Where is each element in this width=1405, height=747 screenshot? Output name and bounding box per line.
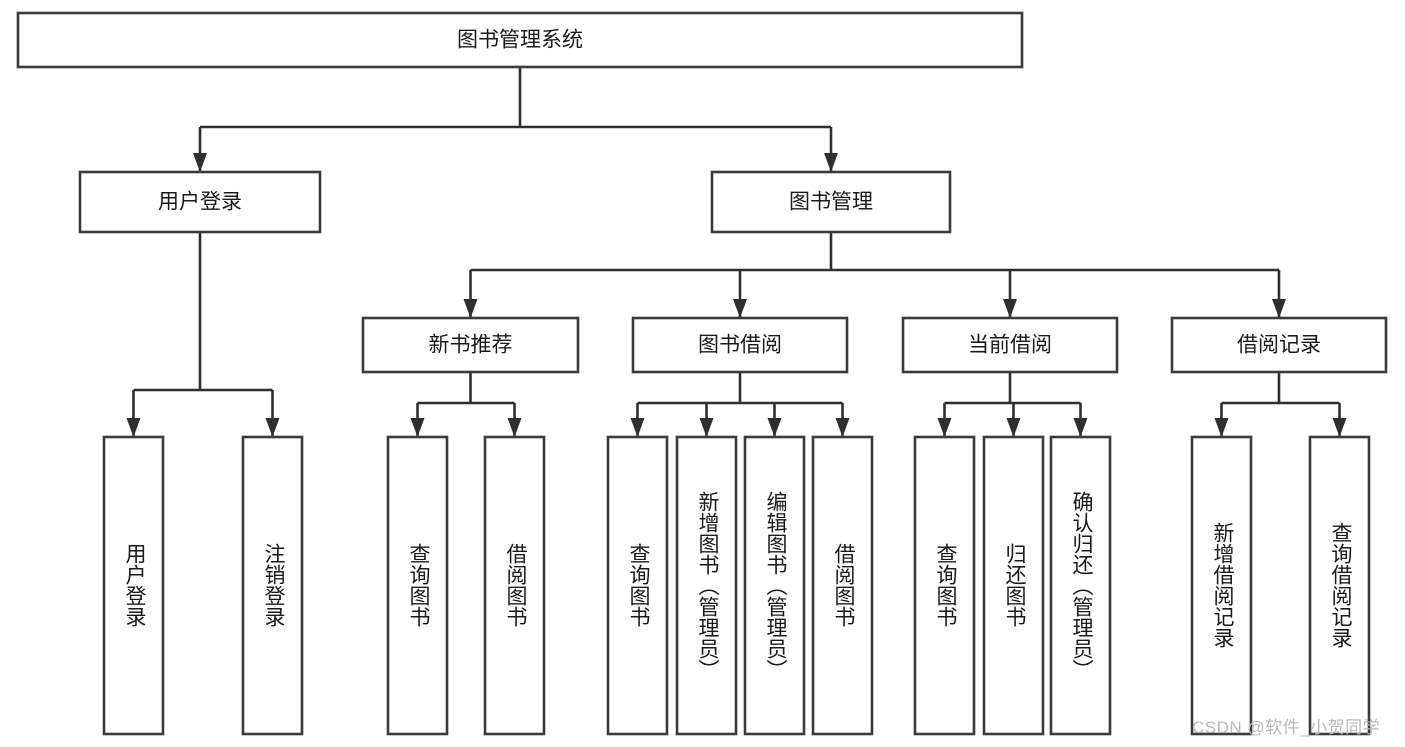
- node-box-leaf-return-book: [982, 435, 1045, 736]
- node-leaf-user-login[interactable]: 用户登录: [102, 435, 165, 736]
- node-label-borrow-record: 借阅记录: [1237, 334, 1321, 357]
- node-box-book-manage: [710, 170, 952, 234]
- arrow-head-icon: [265, 418, 280, 437]
- arrow-head-icon: [1272, 299, 1286, 318]
- node-box-leaf-edit-book: [743, 435, 806, 736]
- node-box-current-borrow: [901, 316, 1119, 374]
- arrow-head-icon: [733, 299, 747, 318]
- node-label-leaf-return-book: 归还图书: [1003, 543, 1027, 627]
- node-box-leaf-borrow-book-rec: [483, 435, 546, 736]
- node-box-leaf-borrow-book: [811, 435, 874, 736]
- node-label-leaf-add-record: 新增借阅记录: [1211, 522, 1235, 648]
- node-label-book-manage: 图书管理: [789, 191, 873, 214]
- arrow-head-icon: [1332, 418, 1347, 437]
- node-box-leaf-add-book: [675, 435, 738, 736]
- node-book-manage[interactable]: 图书管理: [710, 170, 952, 234]
- arrow-head-icon: [507, 418, 522, 437]
- arrow-head-icon: [193, 153, 207, 172]
- node-leaf-return-book[interactable]: 归还图书: [982, 435, 1045, 736]
- node-leaf-query-book-rec[interactable]: 查询图书: [386, 435, 449, 736]
- node-label-book-borrow: 图书借阅: [698, 334, 782, 357]
- node-label-root: 图书管理系统: [457, 29, 583, 52]
- node-leaf-query-book-cur[interactable]: 查询图书: [913, 435, 976, 736]
- node-label-leaf-query-book-rec: 查询图书: [407, 543, 431, 627]
- node-leaf-query-record[interactable]: 查询借阅记录: [1308, 435, 1371, 736]
- node-label-new-book-rec: 新书推荐: [429, 334, 513, 357]
- arrow-head-icon: [463, 299, 478, 318]
- node-leaf-edit-book[interactable]: 编辑图书（管理员）: [743, 435, 806, 736]
- arrow-head-icon: [1073, 418, 1088, 437]
- node-label-leaf-query-book-cur: 查询图书: [934, 543, 958, 627]
- arrow-head-icon: [699, 418, 714, 437]
- arrow-head-icon: [1003, 299, 1017, 318]
- node-label-leaf-user-login: 用户登录: [123, 543, 147, 627]
- node-label-leaf-query-book-borrow: 查询图书: [627, 543, 651, 627]
- node-box-leaf-user-login: [102, 435, 165, 736]
- arrow-head-icon: [937, 418, 952, 437]
- arrow-head-icon: [835, 418, 850, 437]
- node-box-leaf-add-record: [1190, 435, 1253, 736]
- arrow-head-icon: [824, 153, 838, 172]
- arrow-head-icon: [410, 418, 425, 437]
- node-leaf-confirm-return[interactable]: 确认归还（管理员）: [1049, 435, 1112, 736]
- node-label-leaf-user-logout: 注销登录: [262, 543, 286, 627]
- node-label-leaf-borrow-book: 借阅图书: [832, 543, 856, 627]
- node-root[interactable]: 图书管理系统: [16, 11, 1024, 69]
- node-current-borrow[interactable]: 当前借阅: [901, 316, 1119, 374]
- node-leaf-query-book-borrow[interactable]: 查询图书: [606, 435, 669, 736]
- node-new-book-rec[interactable]: 新书推荐: [361, 316, 580, 374]
- node-label-current-borrow: 当前借阅: [968, 334, 1052, 357]
- node-leaf-add-book[interactable]: 新增图书（管理员）: [675, 435, 738, 736]
- node-user-login[interactable]: 用户登录: [78, 170, 322, 234]
- node-box-user-login: [78, 170, 322, 234]
- node-book-borrow[interactable]: 图书借阅: [631, 316, 849, 374]
- nodes-layer: 图书管理系统用户登录图书管理新书推荐图书借阅当前借阅借阅记录用户登录注销登录查询…: [16, 11, 1388, 736]
- node-leaf-borrow-book-rec[interactable]: 借阅图书: [483, 435, 546, 736]
- node-box-new-book-rec: [361, 316, 580, 374]
- arrow-head-icon: [1006, 418, 1021, 437]
- node-box-book-borrow: [631, 316, 849, 374]
- node-label-leaf-add-book: 新增图书（管理员）: [696, 491, 720, 680]
- arrow-head-icon: [767, 418, 782, 437]
- node-label-leaf-confirm-return: 确认归还（管理员）: [1070, 491, 1094, 680]
- node-box-leaf-confirm-return: [1049, 435, 1112, 736]
- node-label-leaf-borrow-book-rec: 借阅图书: [504, 543, 528, 627]
- arrow-head-icon: [1214, 418, 1229, 437]
- node-box-leaf-user-logout: [241, 435, 304, 736]
- node-leaf-add-record[interactable]: 新增借阅记录: [1190, 435, 1253, 736]
- node-label-leaf-edit-book: 编辑图书（管理员）: [764, 491, 788, 680]
- node-box-root: [16, 11, 1024, 69]
- arrow-head-icon: [126, 418, 141, 437]
- node-box-borrow-record: [1170, 316, 1388, 374]
- node-box-leaf-query-book-cur: [913, 435, 976, 736]
- node-borrow-record[interactable]: 借阅记录: [1170, 316, 1388, 374]
- node-leaf-user-logout[interactable]: 注销登录: [241, 435, 304, 736]
- node-label-user-login: 用户登录: [158, 191, 242, 214]
- node-leaf-borrow-book[interactable]: 借阅图书: [811, 435, 874, 736]
- connectors-layer: [126, 67, 1347, 437]
- arrow-head-icon: [630, 418, 645, 437]
- node-label-leaf-query-record: 查询借阅记录: [1329, 522, 1353, 648]
- node-box-leaf-query-book-borrow: [606, 435, 669, 736]
- node-box-leaf-query-record: [1308, 435, 1371, 736]
- node-box-leaf-query-book-rec: [386, 435, 449, 736]
